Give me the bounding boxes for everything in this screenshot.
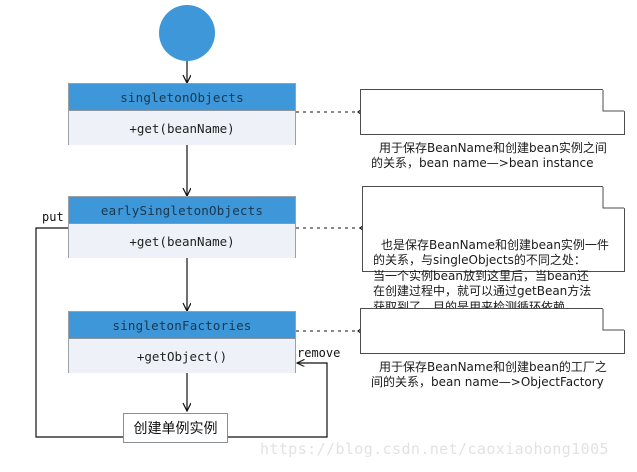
note-early-singleton-objects-text: 也是保存BeanName和创建bean实例一件 的关系，与singleObjec… [373, 237, 609, 314]
note-fold-icon [603, 308, 625, 330]
node-singleton-factories[interactable]: singletonFactories +getObject() [68, 311, 296, 373]
note-fold-icon [603, 186, 625, 208]
note-singleton-objects: 用于保存BeanName和创建bean实例之间 的关系，bean name—>b… [360, 88, 626, 170]
note-early-singleton-objects: 也是保存BeanName和创建bean实例一件 的关系，与singleObjec… [362, 185, 626, 314]
node-singleton-objects-method: +get(beanName) [69, 111, 295, 145]
edge-label-put: put [42, 210, 64, 224]
note-fold-icon [603, 89, 625, 111]
node-singleton-objects-header: singletonObjects [69, 84, 295, 111]
node-singleton-factories-method: +getObject() [69, 339, 295, 373]
node-singleton-objects[interactable]: singletonObjects +get(beanName) [68, 83, 296, 145]
create-singleton-instance-box[interactable]: 创建单例实例 [123, 413, 228, 443]
node-early-singleton-objects-header: earlySingletonObjects [69, 197, 295, 224]
note-singleton-objects-text: 用于保存BeanName和创建bean实例之间 的关系，bean name—>b… [371, 140, 607, 171]
start-node [159, 5, 215, 61]
node-early-singleton-objects-method: +get(beanName) [69, 224, 295, 258]
note-singleton-factories: 用于保存BeanName和创建bean的工厂之 间的关系，bean name—>… [360, 307, 626, 389]
node-singleton-factories-header: singletonFactories [69, 312, 295, 339]
watermark: https://blog.csdn.net/caoxiaohong1005 [260, 440, 609, 458]
create-singleton-instance-label: 创建单例实例 [133, 421, 218, 437]
edge-label-remove: remove [297, 346, 341, 360]
node-early-singleton-objects[interactable]: earlySingletonObjects +get(beanName) [68, 196, 296, 258]
note-singleton-factories-text: 用于保存BeanName和创建bean的工厂之 间的关系，bean name—>… [371, 359, 607, 390]
edge-remove-loop [228, 363, 328, 438]
